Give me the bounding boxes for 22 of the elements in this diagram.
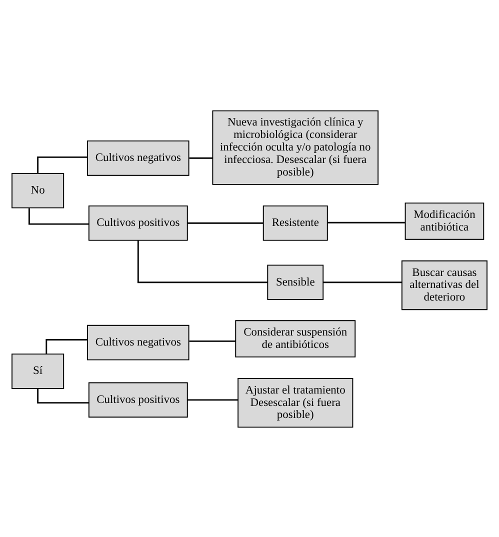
connector [187, 398, 238, 400]
node-box: Nueva investigación clínica y microbiológica (considerar infección oculta y/o patología no infecciosa. Desescalar (si fuera posible) [212, 110, 379, 184]
connector [328, 221, 406, 223]
node-box: Buscar causas alternativas del deterioro [401, 260, 488, 310]
connector [37, 156, 88, 173]
connector [28, 208, 89, 224]
node-box: Cultivos positivos [88, 204, 188, 240]
node-box: Considerar suspensión de antibióticos [235, 320, 356, 357]
node-box: Cultivos positivos [88, 382, 188, 418]
connector [189, 340, 236, 342]
connector [137, 240, 268, 283]
node-box: No [12, 172, 64, 208]
node-box: Sensible [267, 264, 324, 300]
node-box: Modificación antibiótica [404, 202, 484, 240]
node-box: Cultivos negativos [87, 324, 190, 360]
node-box: Resistente [262, 204, 328, 240]
node-box: Ajustar el tratamiento Desescalar (si fuera posible) [238, 377, 354, 428]
node-box: Cultivos negativos [87, 140, 190, 176]
connector [189, 156, 213, 158]
node-box: Sí [12, 353, 64, 388]
connector [323, 281, 402, 283]
connector [187, 222, 264, 224]
